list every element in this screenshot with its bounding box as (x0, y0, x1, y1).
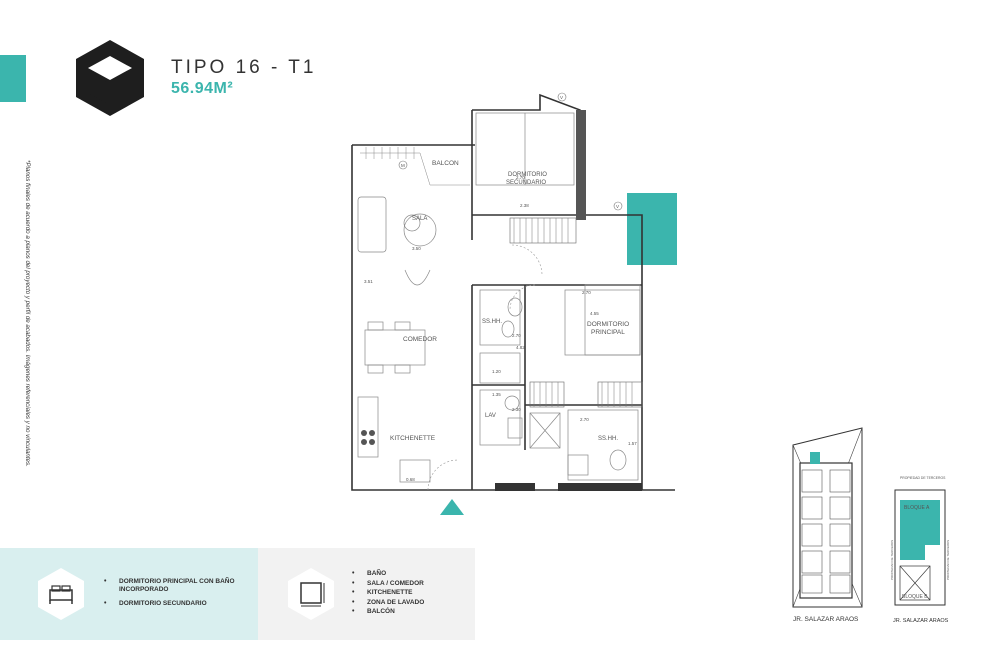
feature-item: BALCÓN (352, 608, 462, 616)
street-label: JR. SALAZAR ARAOS (893, 618, 949, 624)
dim-label: 2.70 (516, 175, 525, 180)
block-b-label: BLOQUE B (902, 594, 928, 600)
dim-label: 0.68 (406, 477, 415, 482)
dim-label: 1.35 (492, 392, 501, 397)
dim-label: 2.70 (580, 417, 589, 422)
features-list-amenities: BAÑO SALA / COMEDOR KITCHENETTE ZONA DE … (352, 570, 462, 618)
site-side-right: PROPIEDAD DE TERCEROS (946, 540, 950, 580)
block-a-label: BLOQUE A (904, 505, 930, 511)
dim-label: 1.57 (628, 441, 637, 446)
site-plan-location (792, 427, 863, 608)
room-label-sala: SALA (412, 216, 427, 222)
window-marker: V (560, 95, 563, 100)
features-list-bedrooms: DORMITORIO PRINCIPAL CON BAÑO INCORPORAD… (104, 578, 244, 614)
feature-item: ZONA DE LAVADO (352, 599, 462, 607)
room-label-sshh-1: SS.HH. (482, 319, 502, 325)
feature-item: SALA / COMEDOR (352, 580, 462, 588)
dim-label: 2.70 (582, 290, 591, 295)
site-top-note: PROPIEDAD DE TERCEROS (900, 476, 946, 480)
room-label-dorm-sec-1: DORMITORIO (508, 172, 547, 178)
room-label-dorm-prin-2: PRINCIPAL (591, 329, 625, 336)
room-label-dorm-sec-2: SECUNDARIO (506, 180, 546, 186)
dim-label: 3.51 (364, 279, 373, 284)
features-panel-bedrooms (0, 548, 258, 640)
disclaimer-text: *Planos finales de acuerdo a planos del … (24, 160, 31, 467)
unit-area: 56.94M² (171, 80, 234, 97)
dim-label: 4.55 (590, 311, 599, 316)
room-label-dorm-prin-1: DORMITORIO (587, 321, 629, 328)
bed-icon (38, 568, 84, 620)
room-label-kitchenette: KITCHENETTE (390, 435, 436, 442)
dim-label: 2.38 (520, 203, 529, 208)
entry-arrow-icon (440, 499, 464, 515)
street-label: JR. SALAZAR ARAOS (793, 616, 859, 623)
room-label-comedor: COMEDOR (403, 336, 437, 343)
floor-plan: BALCON DORMITORIO SECUNDARIO SALA COMEDO… (351, 92, 677, 491)
feature-item: DORMITORIO PRINCIPAL CON BAÑO INCORPORAD… (104, 578, 244, 594)
feature-item: BAÑO (352, 570, 462, 578)
dim-label: 4.82 (516, 345, 525, 350)
site-side-left: PROPIEDAD DE TERCEROS (890, 540, 894, 580)
room-label-sshh-2: SS.HH. (598, 436, 618, 442)
dim-label: 2.30 (512, 407, 521, 412)
accent-tab (0, 55, 26, 102)
page-title: TIPO 16 - T1 (171, 57, 317, 78)
disclaimer-note: *Planos finales de acuerdo a planos del … (19, 160, 39, 505)
dim-label: 1.20 (492, 369, 501, 374)
dim-label: 3.50 (412, 246, 421, 251)
dim-label: 2.70 (512, 333, 521, 338)
room-label-balcon: BALCON (432, 160, 459, 167)
window-marker: V (616, 204, 619, 209)
feature-item: KITCHENETTE (352, 589, 462, 597)
feature-item: DORMITORIO SECUNDARIO (104, 600, 244, 608)
site-plan-blocks: PROPIEDAD DE TERCEROS BLOQUE A BLOQUE B … (890, 476, 950, 606)
room-label-lav: LAV (485, 413, 496, 419)
area-icon (288, 568, 334, 620)
window-marker: M (401, 163, 405, 168)
hexagon-cube-logo-icon (76, 40, 144, 116)
